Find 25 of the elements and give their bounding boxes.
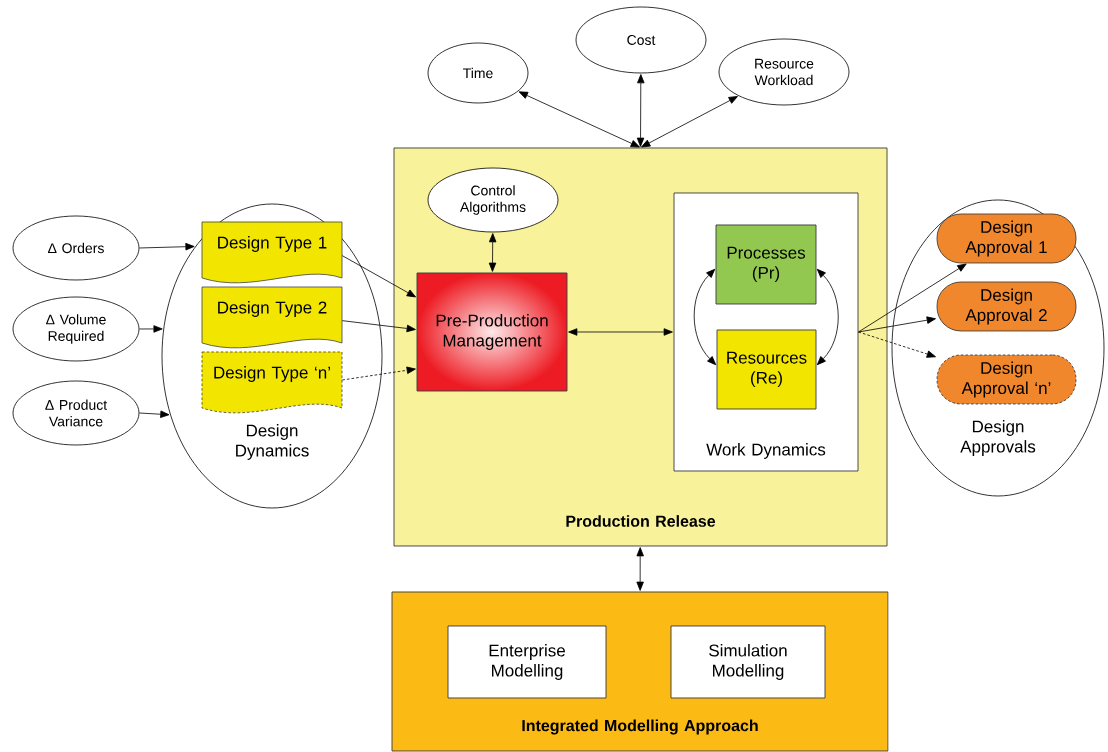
arrow	[641, 96, 738, 148]
arrow	[341, 255, 416, 298]
arrow	[139, 410, 170, 418]
arrow	[139, 325, 163, 333]
arrow	[858, 316, 936, 333]
arrow	[636, 547, 644, 591]
arrow	[693, 268, 717, 366]
rounded-box: Design Approval 2	[936, 281, 1077, 332]
arrow	[488, 233, 497, 272]
arrow	[341, 320, 416, 333]
arrow	[568, 328, 673, 336]
rounded-box: Design Approval ‘n’	[936, 354, 1077, 405]
arrow	[518, 91, 640, 148]
arrow	[636, 74, 645, 147]
arrow	[858, 263, 967, 333]
model-box: Simulation Modelling	[670, 625, 826, 699]
process-box: Resources (Re)	[716, 329, 817, 410]
arrow	[816, 268, 839, 366]
arrow	[341, 366, 416, 381]
process-box: Processes (Pr)	[715, 224, 817, 305]
model-box: Enterprise Modelling	[447, 625, 607, 699]
arrow	[139, 242, 195, 251]
management-box: Pre-Production Management	[416, 272, 568, 392]
arrow	[858, 331, 936, 358]
rounded-box: Design Approval 1	[936, 213, 1077, 264]
